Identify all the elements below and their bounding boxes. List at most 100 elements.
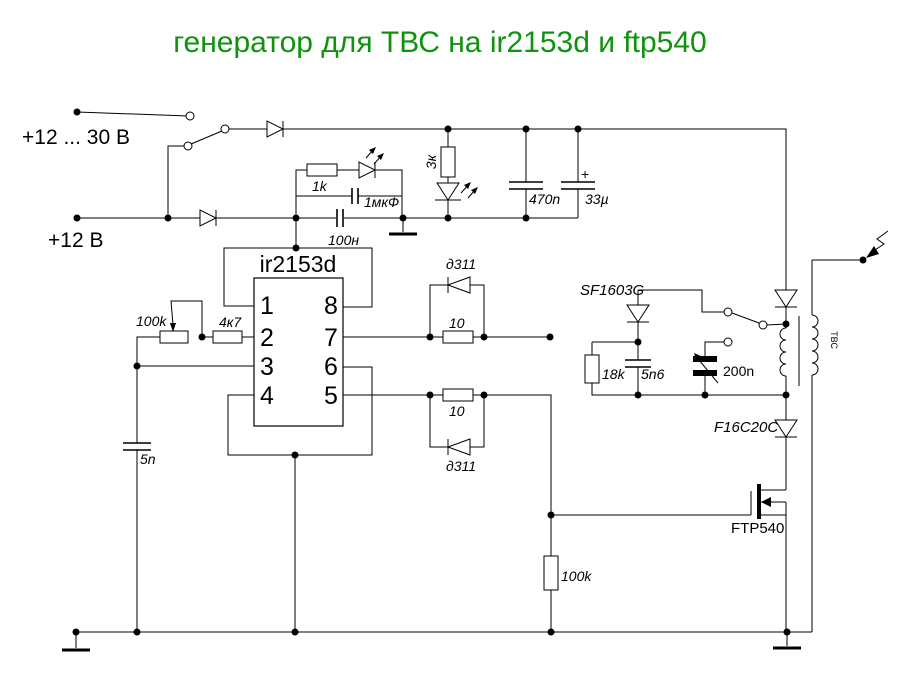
top-supply-rail (283, 128, 787, 290)
ic-pin-1: 1 (260, 292, 274, 320)
ic-name: ir2153d (260, 251, 337, 277)
gate-pulldown-100k: 100k (543, 515, 592, 632)
label-r-lo: 10 (449, 403, 465, 419)
junction (574, 125, 582, 133)
junction (399, 214, 407, 222)
resistor-3k (440, 146, 456, 178)
junction (634, 391, 642, 399)
resistor-10-ho (442, 330, 474, 344)
power-indicator-block: 1k 1мкФ (295, 147, 403, 218)
ground-symbol-right (773, 632, 801, 650)
resistor-1k (306, 163, 338, 177)
switch-pole (758, 320, 768, 330)
label-c-snubber: 5n6 (641, 366, 665, 382)
primary-winding (779, 327, 787, 377)
resonant-cap-200n: 200n (693, 353, 754, 395)
filter-cap-470n: 470n (509, 129, 560, 218)
junction (444, 214, 452, 222)
label-r-gate-pulldown: 100k (561, 568, 592, 584)
junction (546, 333, 554, 341)
junction (782, 391, 790, 399)
junction (198, 333, 206, 341)
schematic-title: генератор для ТВС на ir2153d и ftp540 (173, 26, 706, 59)
mosfet-ftp540: FTP540 (731, 484, 787, 632)
resistor-4k7 (212, 330, 243, 344)
label-r-indicator: 1k (312, 178, 328, 194)
junction (701, 391, 709, 399)
junction (547, 628, 555, 636)
switch-contact-top (185, 111, 195, 121)
ground-symbol-left (62, 632, 90, 652)
label-c-resonant: 200n (723, 363, 754, 379)
resistor-100k (543, 555, 559, 591)
junction (133, 628, 141, 636)
junction (291, 628, 299, 636)
junction (547, 511, 555, 519)
label-d-snubber: SF1603G (580, 282, 645, 299)
mosfet-arrow (761, 497, 771, 507)
label-c-bypass: 100н (328, 232, 359, 248)
junction (480, 333, 488, 341)
power-input-section: +12 ... 30 В +12 В (22, 108, 267, 252)
ic-pin-4: 4 (260, 382, 274, 410)
junction (164, 214, 172, 222)
led-1 (358, 147, 384, 179)
mode-switch (704, 307, 787, 356)
label-d-output: F16C20C (714, 419, 778, 436)
label-r-led: 3к (423, 153, 439, 169)
potentiometer-100k (159, 330, 189, 344)
label-c-timing: 5n (140, 451, 156, 467)
snubber-network: SF1603G 18k 5n6 (580, 282, 786, 396)
diode-sf1603g (626, 304, 650, 323)
label-transformer: ТВС (829, 331, 839, 349)
secondary-winding (811, 314, 819, 376)
junction (522, 214, 530, 222)
label-input-high: +12 ... 30 В (22, 126, 130, 149)
hv-output-terminal (859, 256, 867, 264)
ho-gate-network: 10 д311 (343, 256, 550, 344)
diode-d1 (266, 120, 285, 138)
label-c-filter-plus: + (581, 166, 589, 182)
label-q-mosfet: FTP540 (731, 520, 784, 537)
junction (292, 244, 300, 252)
switch-contact-a (723, 307, 733, 317)
ic-pin-8: 8 (324, 292, 338, 320)
label-d-ho: д311 (446, 256, 476, 272)
junction (444, 125, 452, 133)
led-branch-3k: 3к (423, 129, 478, 218)
junction (426, 333, 434, 341)
diode-d2 (77, 209, 218, 227)
com-vs-loop (227, 366, 373, 456)
pot-wiper-arrow (170, 323, 176, 332)
label-c-indicator: 1мкФ (364, 194, 399, 210)
ic-pin-5: 5 (324, 382, 338, 410)
trimmer-arrow (694, 353, 703, 362)
label-d-lo: д311 (446, 458, 476, 474)
label-r-snubber: 18k (602, 366, 626, 382)
terminal-high (73, 108, 81, 116)
junction (634, 338, 642, 346)
junction (480, 391, 488, 399)
label-r-ho: 10 (449, 315, 465, 331)
diode-hv-top (774, 289, 798, 324)
capacitor-100n: 100н (328, 209, 359, 248)
ic-pin-6: 6 (324, 353, 338, 381)
diode-f16c20c: F16C20C (714, 395, 798, 490)
ic-pin-3: 3 (260, 353, 274, 381)
transformer-tvs: ТВС (779, 259, 863, 632)
junction (133, 362, 141, 370)
resistor-10-lo (442, 388, 474, 402)
switch-contact-low (183, 141, 193, 151)
label-pot-freq: 100k (136, 313, 167, 329)
switch-contact-b (723, 337, 733, 347)
ic-ir2153d: ir2153d 1 2 3 4 8 7 6 5 (253, 251, 344, 427)
label-r-timing: 4к7 (219, 314, 242, 330)
junction (291, 451, 299, 459)
label-c-filter-small: 470n (529, 191, 560, 207)
ic-pin-7: 7 (324, 324, 338, 352)
lo-gate-network: 10 д311 (343, 388, 552, 515)
junction (522, 125, 530, 133)
filter-cap-33u: + 33µ (561, 129, 609, 218)
led-2 (435, 182, 478, 201)
